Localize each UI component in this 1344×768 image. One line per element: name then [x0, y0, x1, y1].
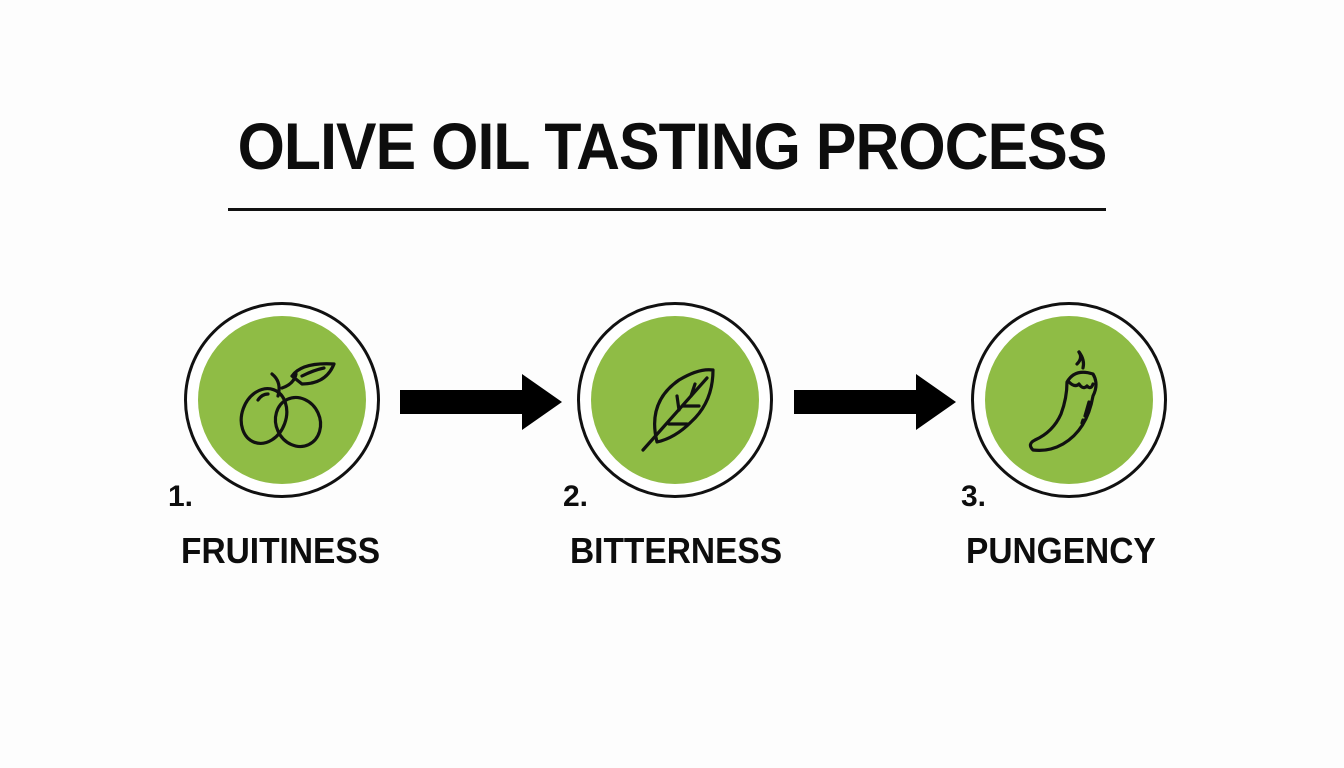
leaf-icon: [641, 368, 715, 452]
step-bitterness: 2.: [563, 302, 773, 513]
step-disc: [591, 316, 759, 484]
step-label: BITTERNESS: [570, 530, 783, 571]
title-divider: [228, 208, 1106, 211]
step-disc: [198, 316, 366, 484]
arrow-right-icon: [794, 374, 956, 430]
step-disc: [985, 316, 1153, 484]
olives-icon: [239, 362, 336, 449]
step-number: 2.: [563, 480, 589, 513]
step-number: 3.: [961, 480, 987, 513]
step-label: FRUITINESS: [181, 530, 381, 571]
step-label: PUNGENCY: [966, 530, 1156, 571]
arrow-right-icon: [400, 374, 562, 430]
step-pungency: 3.: [961, 302, 1167, 513]
chili-pepper-icon: [1028, 350, 1098, 452]
step-number: 1.: [168, 480, 194, 513]
step-fruitiness: 1.: [168, 302, 380, 513]
page-title: OLIVE OIL TASTING PROCESS: [237, 109, 1108, 183]
